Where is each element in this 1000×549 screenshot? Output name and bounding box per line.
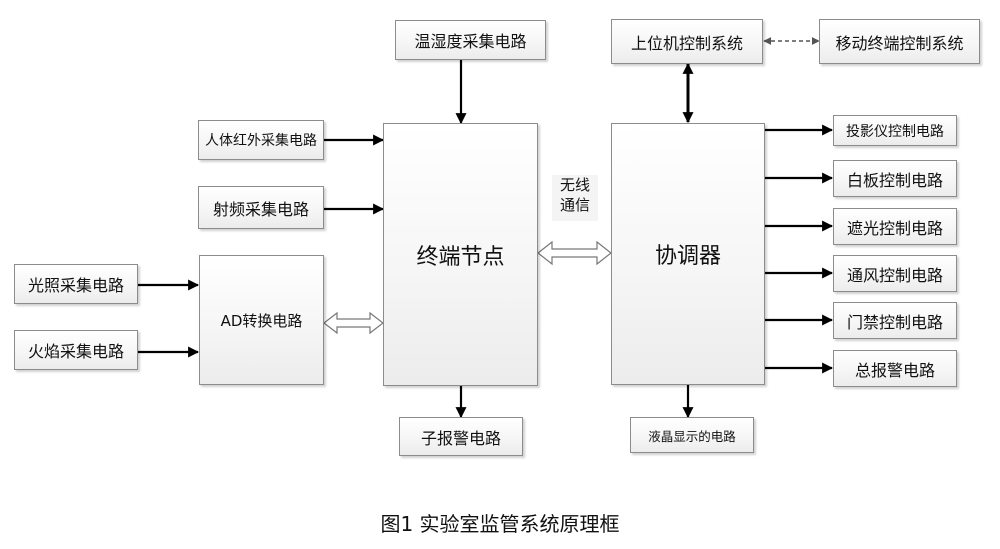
lcd-box: 液晶显示的电路 [630,417,754,453]
coordinator-box: 协调器 [611,123,765,385]
projector-box: 投影仪控制电路 [833,115,957,146]
wireless-label-line2: 通信 [559,196,590,214]
rf-box: 射频采集电路 [198,186,324,229]
double-arrow-ad-terminal [323,311,384,335]
access-box: 门禁控制电路 [833,302,957,339]
wireless-label-line1: 无线 [559,176,590,194]
terminal-node-box: 终端节点 [383,123,538,386]
main-alarm-box: 总报警电路 [833,350,957,387]
whiteboard-box: 白板控制电路 [833,160,957,197]
shading-box: 遮光控制电路 [833,208,957,245]
light-box: 光照采集电路 [14,264,138,304]
flame-box: 火焰采集电路 [14,330,138,370]
figure-caption: 图1 实验室监管系统原理框 [380,512,620,536]
sub-alarm-box: 子报警电路 [399,417,523,456]
ventilation-box: 通风控制电路 [833,255,957,292]
ad-converter-box: AD转换电路 [199,255,324,385]
mobile-control-box: 移动终端控制系统 [819,19,980,64]
double-arrow-terminal-coordinator [537,240,612,266]
temp-humidity-box: 温湿度采集电路 [395,20,546,60]
wireless-label: 无线 通信 [552,175,598,221]
infrared-box: 人体红外采集电路 [198,120,324,160]
host-control-box: 上位机控制系统 [611,19,763,64]
